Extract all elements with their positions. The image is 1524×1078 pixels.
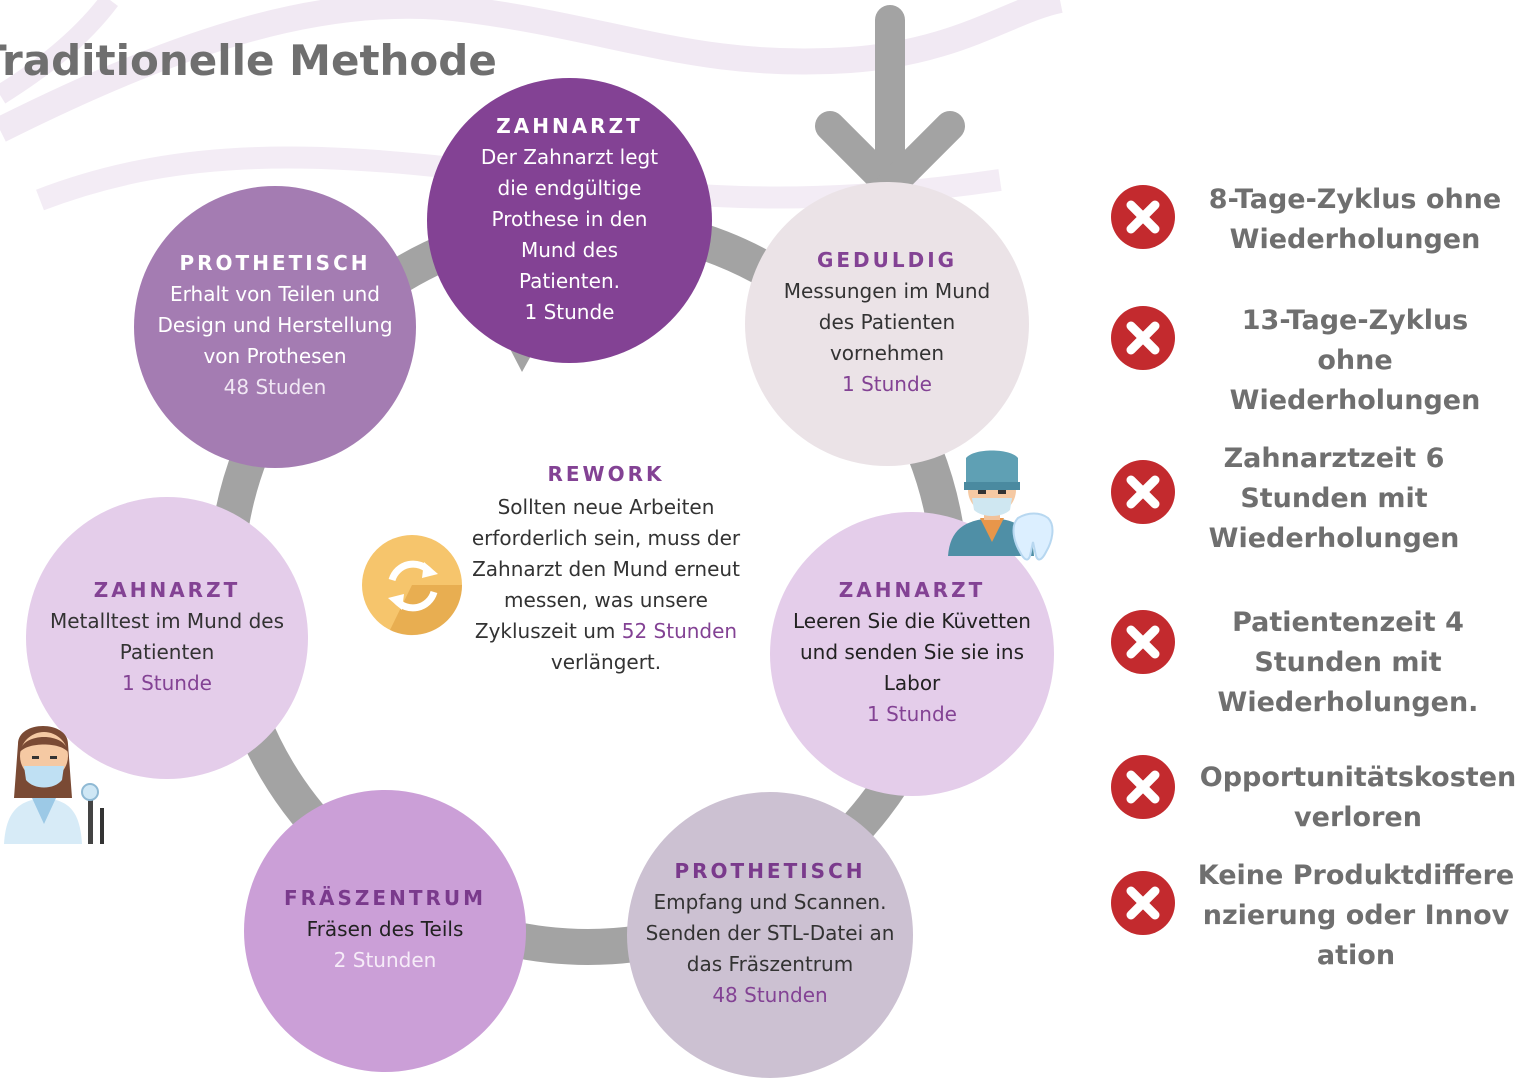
step-zahnarzt-final: ZAHNARZT Der Zahnarzt legt die endgültig…	[427, 78, 712, 363]
step-description: Der Zahnarzt legt die endgültige Prothes…	[480, 144, 659, 293]
step-heading: PROTHETISCH	[674, 859, 866, 883]
rework-text-part2: verlängert.	[550, 650, 662, 674]
step-duration: 1 Stunde	[867, 702, 957, 726]
step-heading: GEDULDIG	[816, 248, 958, 272]
bullet-text: Patientenzeit 4 Stunden mit Wiederholung…	[1217, 607, 1479, 718]
step-description: Fräsen des Teils	[306, 917, 464, 941]
rework-heading: REWORK	[547, 462, 665, 486]
step-fraszentrum: FRÄSZENTRUM Fräsen des Teils 2 Stunden	[244, 790, 526, 1072]
step-description: Metalltest im Mund des Patienten	[49, 608, 284, 664]
step-description: Messungen im Mund des Patienten vornehme…	[783, 279, 991, 365]
x-mark-icon	[1111, 755, 1175, 819]
bullet-text: 13-Tage-Zyklus ohne Wiederholungen	[1229, 305, 1481, 416]
step-zahnarzt-kuvetten: ZAHNARZT Leeren Sie die Küvetten und sen…	[770, 512, 1054, 796]
decor-swoosh-top	[0, 0, 1063, 142]
bullet-text: Keine Produktdifferenzierung oder Innova…	[1197, 860, 1515, 971]
step-heading: ZAHNARZT	[838, 578, 986, 602]
step-duration: 2 Stunden	[333, 948, 437, 972]
x-mark-icon	[1111, 610, 1175, 674]
x-mark-icon	[1111, 460, 1175, 524]
step-description: Erhalt von Teilen und Design und Herstel…	[157, 282, 393, 368]
step-geduldig: GEDULDIG Messungen im Mund des Patienten…	[745, 182, 1029, 466]
step-prothetisch-design: PROTHETISCH Erhalt von Teilen und Design…	[134, 186, 416, 468]
step-heading: FRÄSZENTRUM	[283, 886, 487, 910]
page-title: Traditionelle Methode	[0, 36, 497, 85]
step-duration: 1 Stunde	[122, 670, 212, 695]
step-description: Empfang und Scannen. Senden der STL-Date…	[645, 890, 895, 976]
x-mark-icon	[1111, 306, 1175, 370]
step-heading: ZAHNARZT	[496, 113, 643, 138]
dentist-female-icon	[4, 726, 104, 844]
bullet-text: Opportunitätskosten verloren	[1199, 762, 1517, 833]
step-zahnarzt-metalltest: ZAHNARZT Metalltest im Mund des Patiente…	[26, 497, 308, 779]
x-mark-icon	[1111, 185, 1175, 249]
step-duration: 1 Stunde	[524, 299, 615, 324]
step-duration: 48 Studen	[223, 375, 327, 399]
rework-text-part1: Sollten neue Arbeiten erforderlich sein,…	[471, 495, 741, 643]
bullet-text: 8-Tage-Zyklus ohne Wiederholungen	[1208, 184, 1502, 255]
tooth-icon	[1012, 512, 1054, 561]
decor-swoosh-left	[0, 0, 118, 104]
x-mark-icon	[1111, 871, 1175, 935]
step-description: Leeren Sie die Küvetten und senden Sie s…	[793, 609, 1031, 695]
rework-highlight: 52 Stunden	[621, 619, 738, 643]
step-heading: PROTHETISCH	[179, 251, 371, 275]
step-heading: ZAHNARZT	[93, 577, 241, 602]
refresh-cycle-icon	[362, 535, 463, 636]
bullet-text: Zahnarztzeit 6 Stunden mit Wiederholunge…	[1208, 443, 1460, 554]
step-prothetisch-scan: PROTHETISCH Empfang und Scannen. Senden …	[627, 792, 913, 1078]
rework-note: REWORK Sollten neue Arbeiten erforderlic…	[456, 462, 756, 678]
dentist-male-icon	[948, 450, 1054, 561]
step-duration: 48 Stunden	[712, 983, 828, 1007]
rework-text: Sollten neue Arbeiten erforderlich sein,…	[456, 492, 756, 678]
entry-arrow	[815, 5, 965, 201]
step-duration: 1 Stunde	[842, 372, 932, 396]
